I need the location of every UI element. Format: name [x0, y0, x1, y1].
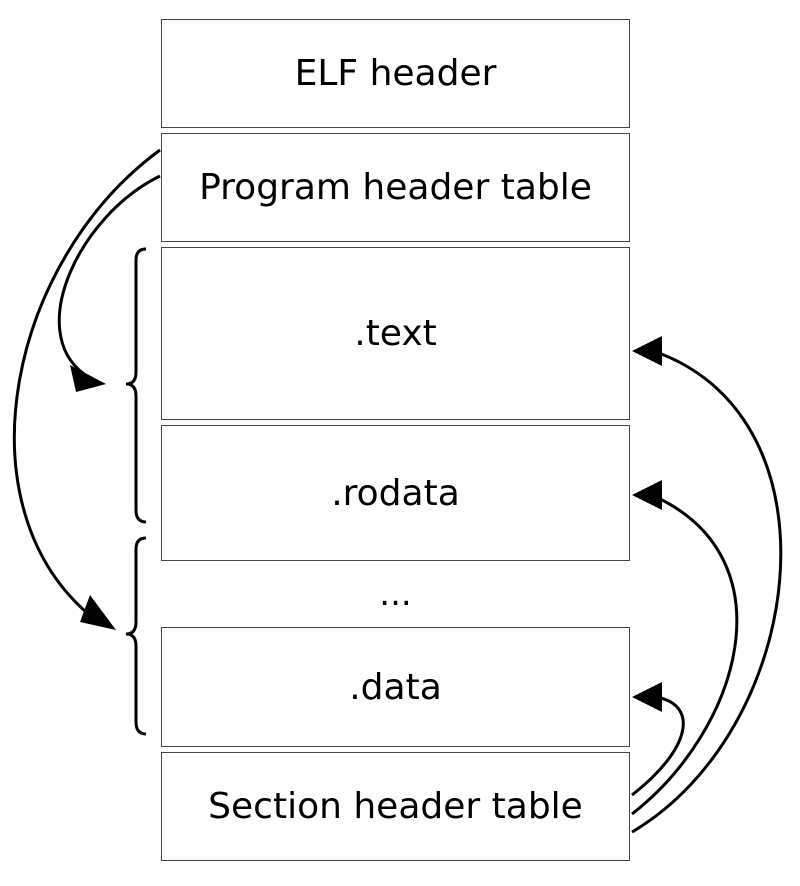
elf-header-block: ELF header: [161, 19, 630, 128]
arrowhead-rodata: [632, 480, 662, 510]
program-header-table-label: Program header table: [199, 167, 592, 208]
arrowhead-data: [632, 682, 662, 712]
rodata-section-label: .rodata: [331, 472, 460, 514]
elf-header-label: ELF header: [294, 53, 497, 94]
arrowhead-segment-1: [70, 365, 106, 392]
text-section-label: .text: [354, 313, 437, 354]
data-section-label: .data: [349, 666, 442, 708]
section-header-table-block: Section header table: [161, 752, 630, 861]
segment-arrow-2: [12, 148, 161, 614]
program-header-table-block: Program header table: [161, 133, 630, 242]
data-section-block: .data: [161, 627, 630, 747]
ellipsis: ...: [161, 572, 630, 616]
brace-segment-1: [125, 247, 147, 524]
rodata-section-block: .rodata: [161, 425, 630, 561]
section-header-table-label: Section header table: [208, 786, 583, 827]
text-section-block: .text: [161, 247, 630, 420]
segment-arrow-1: [57, 174, 161, 376]
section-arrow-rodata: [631, 495, 739, 816]
arrowhead-segment-2: [80, 595, 116, 630]
section-arrow-text: [631, 350, 783, 834]
brace-segment-2: [125, 536, 147, 736]
section-arrow-data: [631, 695, 685, 797]
arrowhead-text: [632, 336, 662, 366]
ellipsis-label: ...: [379, 574, 412, 614]
